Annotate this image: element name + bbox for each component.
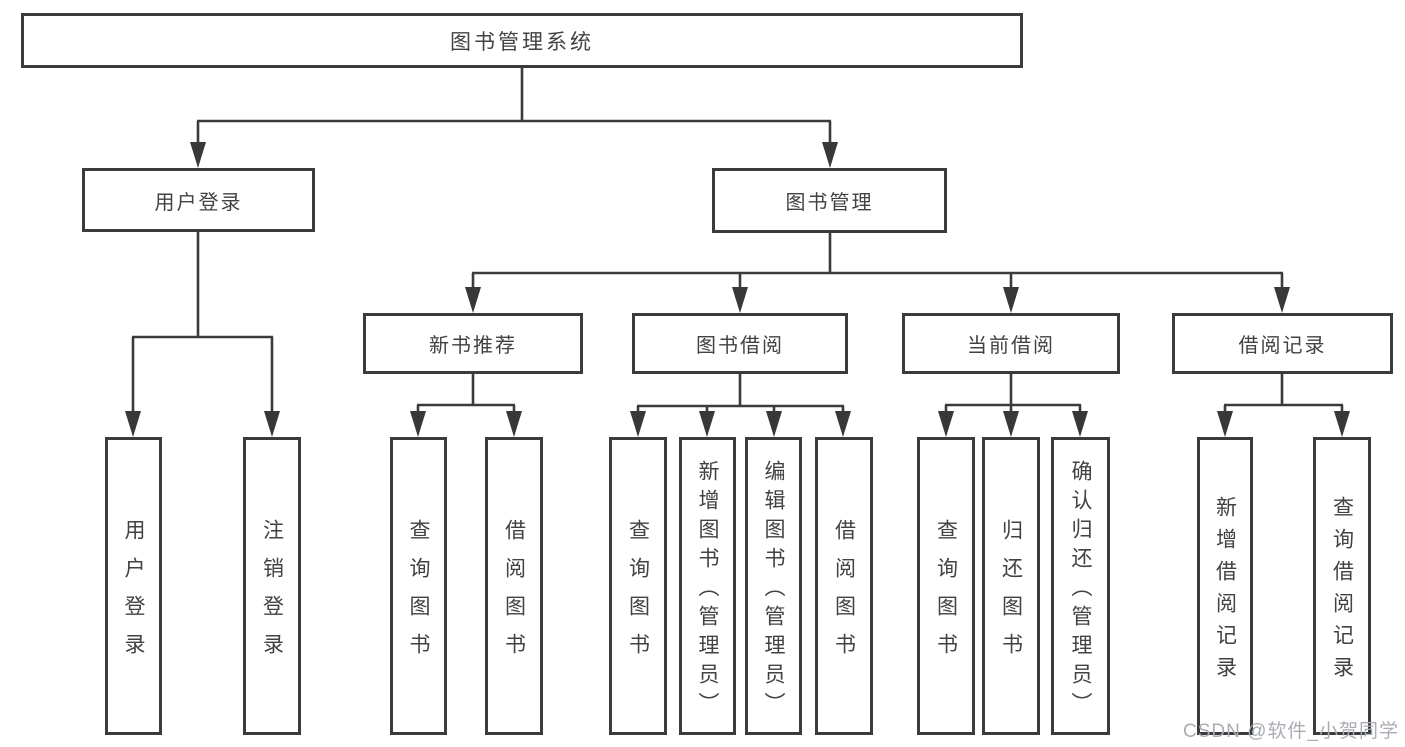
- leaf-edit-book-admin: 编辑图书（管理员）: [745, 437, 802, 735]
- connector-root: [190, 68, 838, 168]
- leaf-query-books-newbooks: 查询图书: [390, 437, 447, 735]
- node-book-mgmt: 图书管理: [712, 168, 947, 233]
- leaf-return-book: 归还图书: [982, 437, 1040, 735]
- connector-new-books: [410, 374, 522, 437]
- arrow-down-icon: [1003, 411, 1019, 437]
- node-book-borrow: 图书借阅: [632, 313, 848, 374]
- node-borrow-records-label: 借阅记录: [1238, 335, 1327, 357]
- arrow-down-icon: [822, 142, 838, 168]
- arrow-down-icon: [732, 287, 748, 313]
- arrow-down-icon: [1274, 287, 1290, 313]
- node-user-login-label: 用户登录: [154, 191, 243, 214]
- leaf-add-book-admin: 新增图书（管理员）: [679, 437, 736, 735]
- connector-borrow-records: [1217, 374, 1350, 437]
- node-new-books-label: 新书推荐: [429, 335, 517, 357]
- leaf-logout: 注销登录: [243, 437, 301, 735]
- node-book-borrow-label: 图书借阅: [696, 335, 784, 357]
- arrow-down-icon: [190, 142, 206, 168]
- arrow-down-icon: [938, 411, 954, 437]
- arrow-down-icon: [506, 411, 522, 437]
- leaf-query-books-borrow: 查询图书: [609, 437, 667, 735]
- leaf-user-login: 用户登录: [105, 437, 162, 735]
- arrow-down-icon: [835, 411, 851, 437]
- node-new-books: 新书推荐: [363, 313, 583, 374]
- node-current-borrow: 当前借阅: [902, 313, 1120, 374]
- node-root-label: 图书管理系统: [450, 30, 594, 54]
- arrow-down-icon: [630, 411, 646, 437]
- leaf-add-borrow-record: 新增借阅记录: [1197, 437, 1253, 735]
- node-root: 图书管理系统: [21, 13, 1023, 68]
- node-borrow-records: 借阅记录: [1172, 313, 1393, 374]
- connector-current-borrow: [938, 374, 1088, 437]
- arrow-down-icon: [125, 411, 141, 437]
- leaf-query-books-current: 查询图书: [917, 437, 975, 735]
- node-current-borrow-label: 当前借阅: [967, 335, 1055, 357]
- leaf-borrow-books-borrow: 借阅图书: [815, 437, 873, 735]
- connector-user-login: [125, 232, 280, 437]
- connector-book-mgmt: [465, 233, 1290, 313]
- arrow-down-icon: [1072, 411, 1088, 437]
- connector-book-borrow: [630, 374, 851, 437]
- arrow-down-icon: [1334, 411, 1350, 437]
- arrow-down-icon: [410, 411, 426, 437]
- node-user-login: 用户登录: [82, 168, 315, 232]
- leaf-query-borrow-record: 查询借阅记录: [1313, 437, 1371, 735]
- leaf-borrow-books-newbooks: 借阅图书: [485, 437, 543, 735]
- arrow-down-icon: [766, 411, 782, 437]
- arrow-down-icon: [465, 287, 481, 313]
- arrow-down-icon: [699, 411, 715, 437]
- leaf-confirm-return-admin: 确认归还（管理员）: [1051, 437, 1110, 735]
- csdn-watermark: CSDN @软件_小贺同学: [1183, 721, 1399, 742]
- node-book-mgmt-label: 图书管理: [785, 192, 874, 214]
- arrow-down-icon: [264, 411, 280, 437]
- arrow-down-icon: [1003, 287, 1019, 313]
- arrow-down-icon: [1217, 411, 1233, 437]
